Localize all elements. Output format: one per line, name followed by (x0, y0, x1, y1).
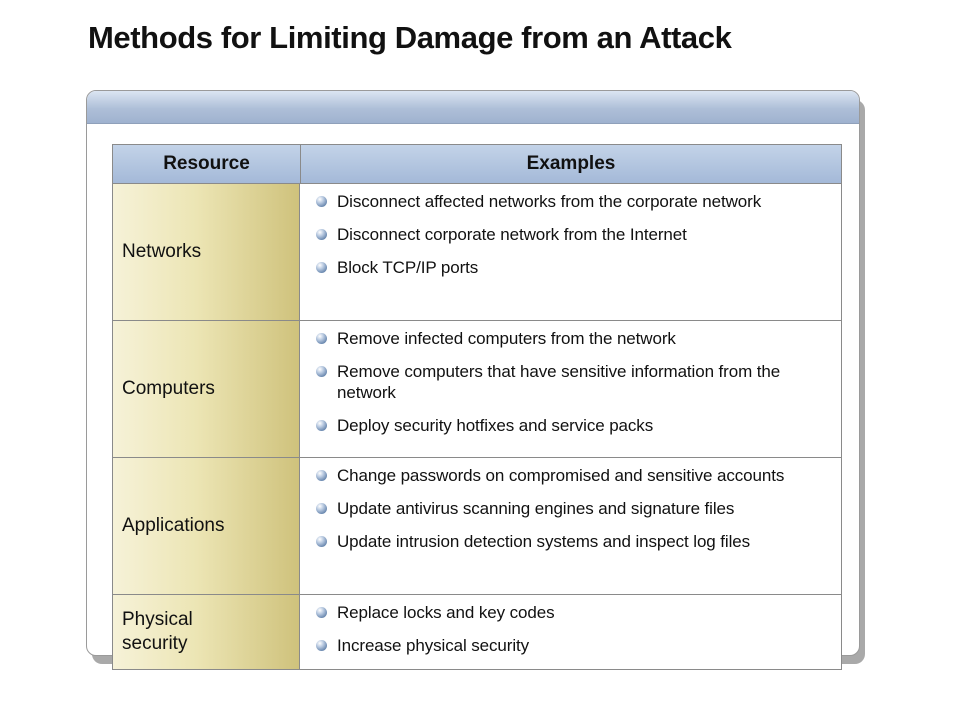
list-item: Increase physical security (300, 635, 825, 656)
resource-cell: Applications (113, 458, 300, 594)
list-item-text: Change passwords on compromised and sens… (337, 466, 785, 485)
list-item-text: Remove infected computers from the netwo… (337, 329, 676, 348)
examples-cell: Replace locks and key codes Increase phy… (300, 595, 841, 669)
list-item: Replace locks and key codes (300, 602, 825, 623)
list-item: Deploy security hotfixes and service pac… (300, 415, 825, 436)
list-item: Remove computers that have sensitive inf… (300, 361, 825, 403)
list-item: Update antivirus scanning engines and si… (300, 498, 825, 519)
table-row: Applications Change passwords on comprom… (113, 458, 841, 595)
list-item: Remove infected computers from the netwo… (300, 328, 825, 349)
resource-cell: Physical security (113, 595, 300, 669)
bullet-icon (316, 333, 327, 344)
resource-table: Resource Examples Networks Disconnect af… (112, 144, 842, 670)
examples-cell: Remove infected computers from the netwo… (300, 321, 841, 457)
list-item: Update intrusion detection systems and i… (300, 531, 825, 552)
list-item: Change passwords on compromised and sens… (300, 465, 825, 486)
list-item-text: Block TCP/IP ports (337, 258, 479, 277)
panel-header-bar (87, 91, 859, 124)
list-item-text: Increase physical security (337, 636, 530, 655)
examples-cell: Disconnect affected networks from the co… (300, 184, 841, 320)
list-item: Block TCP/IP ports (300, 257, 825, 278)
examples-cell: Change passwords on compromised and sens… (300, 458, 841, 594)
list-item-text: Disconnect corporate network from the In… (337, 225, 687, 244)
bullet-icon (316, 420, 327, 431)
list-item: Disconnect affected networks from the co… (300, 191, 825, 212)
resource-cell: Networks (113, 184, 300, 320)
bullet-icon (316, 536, 327, 547)
list-item-text: Update intrusion detection systems and i… (337, 532, 751, 551)
bullet-icon (316, 503, 327, 514)
bullet-icon (316, 607, 327, 618)
header-resource: Resource (113, 145, 301, 183)
list-item-text: Replace locks and key codes (337, 603, 555, 622)
bullet-icon (316, 229, 327, 240)
header-examples: Examples (526, 153, 616, 174)
table-row: Networks Disconnect affected networks fr… (113, 184, 841, 321)
bullet-icon (316, 640, 327, 651)
table-row: Computers Remove infected computers from… (113, 321, 841, 458)
list-item-text: Deploy security hotfixes and service pac… (337, 416, 654, 435)
table-header-row: Resource Examples (113, 145, 841, 184)
slide-title: Methods for Limiting Damage from an Atta… (88, 20, 732, 55)
bullet-icon (316, 262, 327, 273)
list-item-text: Update antivirus scanning engines and si… (337, 499, 735, 518)
table-row: Physical security Replace locks and key … (113, 595, 841, 669)
bullet-icon (316, 366, 327, 377)
list-item-text: Remove computers that have sensitive inf… (337, 362, 781, 402)
list-item-text: Disconnect affected networks from the co… (337, 192, 762, 211)
resource-cell: Computers (113, 321, 300, 457)
bullet-icon (316, 196, 327, 207)
list-item: Disconnect corporate network from the In… (300, 224, 825, 245)
bullet-icon (316, 470, 327, 481)
